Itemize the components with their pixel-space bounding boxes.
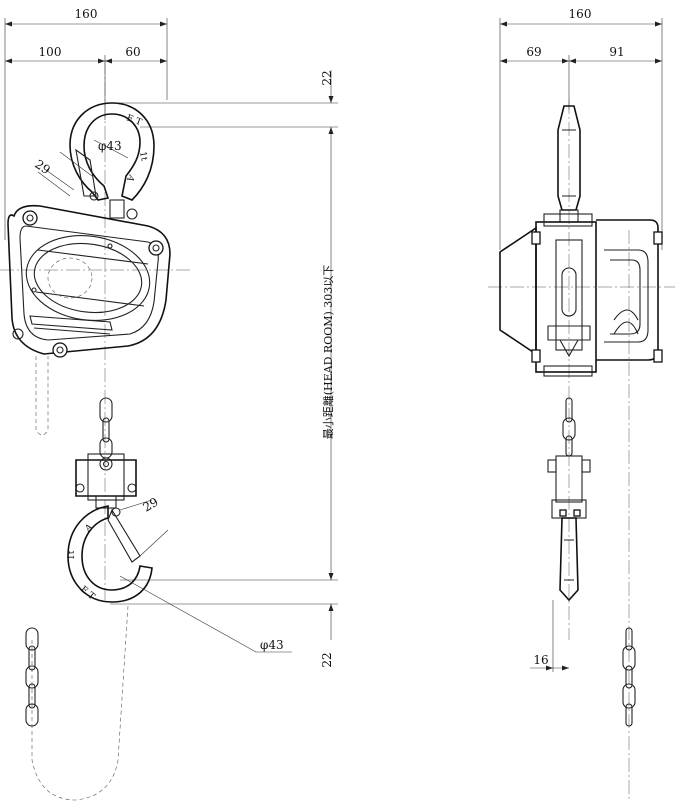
- dim-16-label: 16: [533, 653, 548, 667]
- side-hoist-body: [499, 213, 663, 377]
- hand-chain-right: [622, 627, 636, 727]
- front-view: 160 100 60 22 22 最小距離(HEAD ROOM) 303以下: [0, 7, 338, 801]
- dim-left-total-width: 160: [5, 7, 167, 27]
- dim-60-label: 60: [125, 45, 140, 59]
- dim-chain-offset: 16: [530, 600, 569, 672]
- bottom-hook-throat: 29: [141, 495, 161, 515]
- hand-chain-left: [25, 627, 39, 727]
- top-hook-cap: 1t: [137, 151, 149, 162]
- top-hook-letter: A: [124, 172, 137, 184]
- side-view: 160 69 91: [488, 7, 675, 800]
- hoist-body: [7, 204, 171, 358]
- bottom-hook-cap: 1t: [67, 550, 77, 560]
- dim-100-label: 100: [39, 45, 62, 59]
- dim-69-label: 69: [526, 45, 541, 59]
- dim-22-top-label: 22: [320, 70, 334, 85]
- dim-left-split: 100 60: [5, 45, 167, 64]
- dim-right-160-label: 160: [569, 7, 592, 21]
- top-hook-diameter: φ43: [98, 139, 122, 153]
- dim-right-split: 69 91: [500, 45, 662, 64]
- top-hook: E T 1t A φ43 29: [32, 102, 155, 219]
- dim-160-label: 160: [75, 7, 98, 21]
- dim-right-total-width: 160: [500, 7, 662, 27]
- dim-91-label: 91: [609, 45, 624, 59]
- side-bottom-block: [547, 455, 591, 602]
- top-hook-throat: 29: [32, 157, 53, 177]
- bottom-hook-letter: A: [83, 522, 96, 535]
- bottom-hook-diameter: φ43: [260, 638, 284, 652]
- bottom-hook-et: E T: [78, 585, 96, 603]
- load-chain: [99, 397, 113, 459]
- dim-vertical-column: 22 22 最小距離(HEAD ROOM) 303以下: [320, 70, 335, 668]
- dim-22-bottom-label: 22: [320, 652, 334, 667]
- top-hook-et: E T: [125, 113, 143, 128]
- bottom-hook: 1t A E T 29 φ43: [67, 453, 292, 653]
- headroom-label: 最小距離(HEAD ROOM) 303以下: [321, 265, 335, 440]
